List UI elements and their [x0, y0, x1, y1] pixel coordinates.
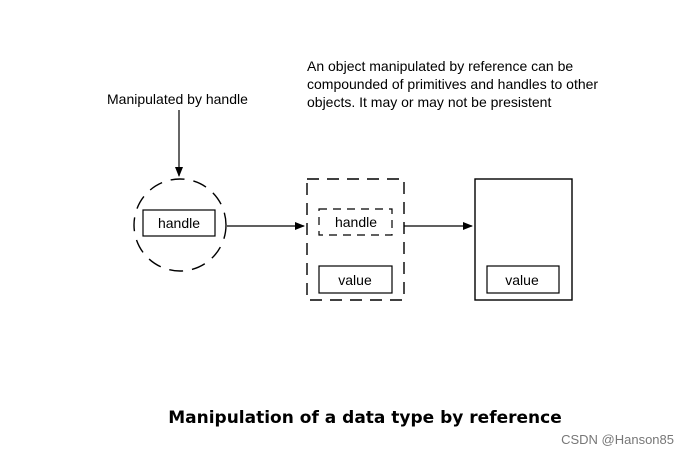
object-handle-box	[318, 208, 393, 236]
target-value-label: value	[505, 272, 539, 288]
callout-label: Manipulated by handle	[107, 91, 248, 107]
object-value-box	[318, 265, 393, 294]
watermark: CSDN @Hanson85	[561, 432, 674, 447]
circle-handle-label: handle	[158, 215, 200, 231]
circle-handle-box	[142, 209, 216, 237]
solid-target-box	[474, 178, 573, 301]
target-value-box	[486, 265, 560, 294]
dashed-object-box	[306, 178, 405, 301]
annotation-text: An object manipulated by reference can b…	[307, 58, 599, 110]
object-handle-label: handle	[335, 214, 377, 230]
object-value-label: value	[338, 272, 372, 288]
dashed-circle	[133, 178, 227, 272]
diagram-caption: Manipulation of a data type by reference	[168, 408, 562, 428]
